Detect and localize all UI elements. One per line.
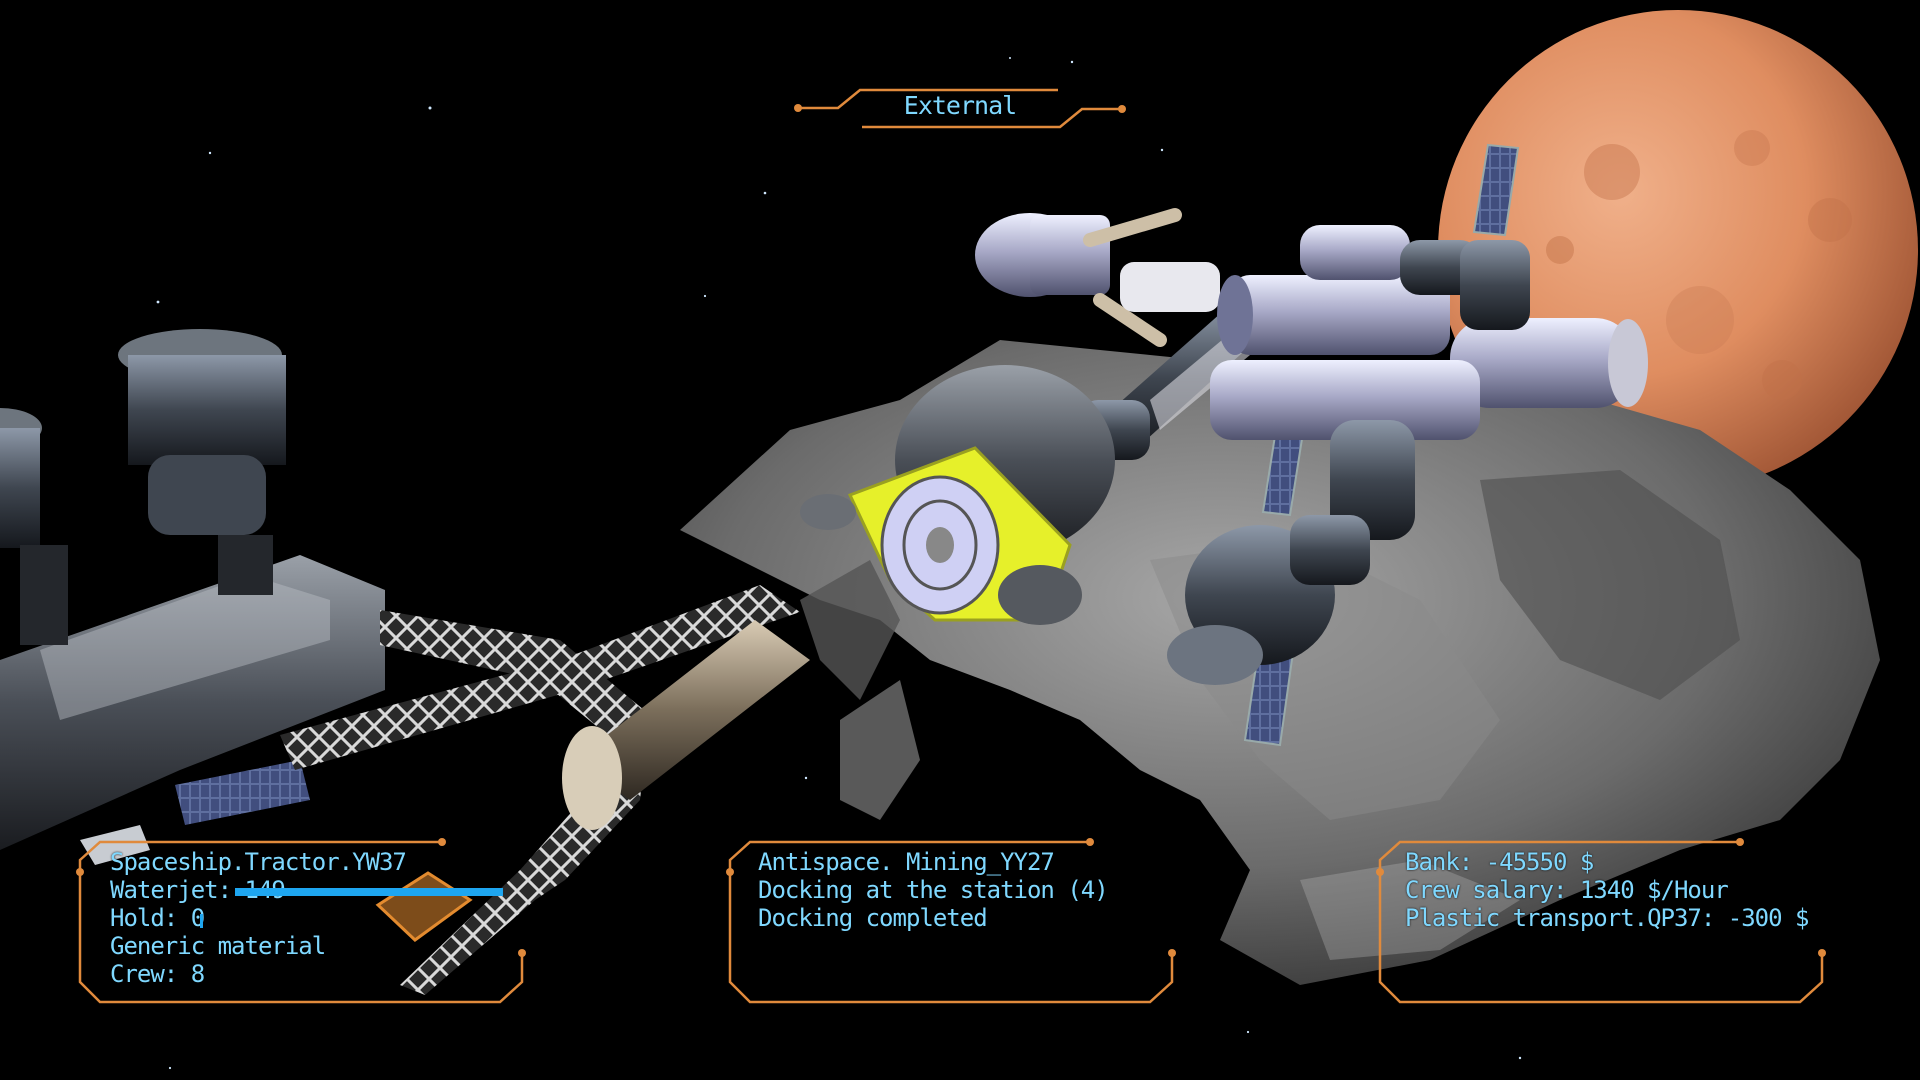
station-name[interactable]: Antispace. Mining_YY27 bbox=[758, 848, 1055, 876]
cargo-module bbox=[562, 620, 810, 830]
hold-bar bbox=[200, 914, 203, 928]
crew-salary: Crew salary: 1340 $/Hour bbox=[1405, 876, 1729, 904]
space-station bbox=[975, 208, 1648, 685]
camera-view-label[interactable]: External bbox=[903, 91, 1017, 120]
bank-balance: Bank: -45550 $ bbox=[1405, 848, 1594, 876]
crew-count: Crew: 8 bbox=[110, 960, 205, 988]
finance-panel: Bank: -45550 $ Crew salary: 1340 $/Hour … bbox=[1405, 848, 1809, 932]
docking-result: Docking completed bbox=[758, 904, 988, 932]
waterjet-bar-fill bbox=[235, 888, 503, 896]
hud-frames bbox=[78, 88, 1824, 1004]
ship-name[interactable]: Spaceship.Tractor.YW37 bbox=[110, 848, 407, 876]
ship-status-panel: Spaceship.Tractor.YW37 Waterjet: 149 Hol… bbox=[110, 848, 407, 988]
transport-cost: Plastic transport.QP37: -300 $ bbox=[1405, 904, 1809, 932]
tractor-ship bbox=[0, 329, 385, 865]
hold-readout: Hold: 0 bbox=[110, 904, 205, 932]
docking-status: Docking at the station (4) bbox=[758, 876, 1109, 904]
cargo-type: Generic material bbox=[110, 932, 326, 960]
docking-port bbox=[800, 365, 1115, 625]
hud-frame-nodes bbox=[76, 104, 1826, 957]
waterjet-bar bbox=[235, 888, 503, 896]
station-status-panel: Antispace. Mining_YY27 Docking at the st… bbox=[758, 848, 1109, 932]
